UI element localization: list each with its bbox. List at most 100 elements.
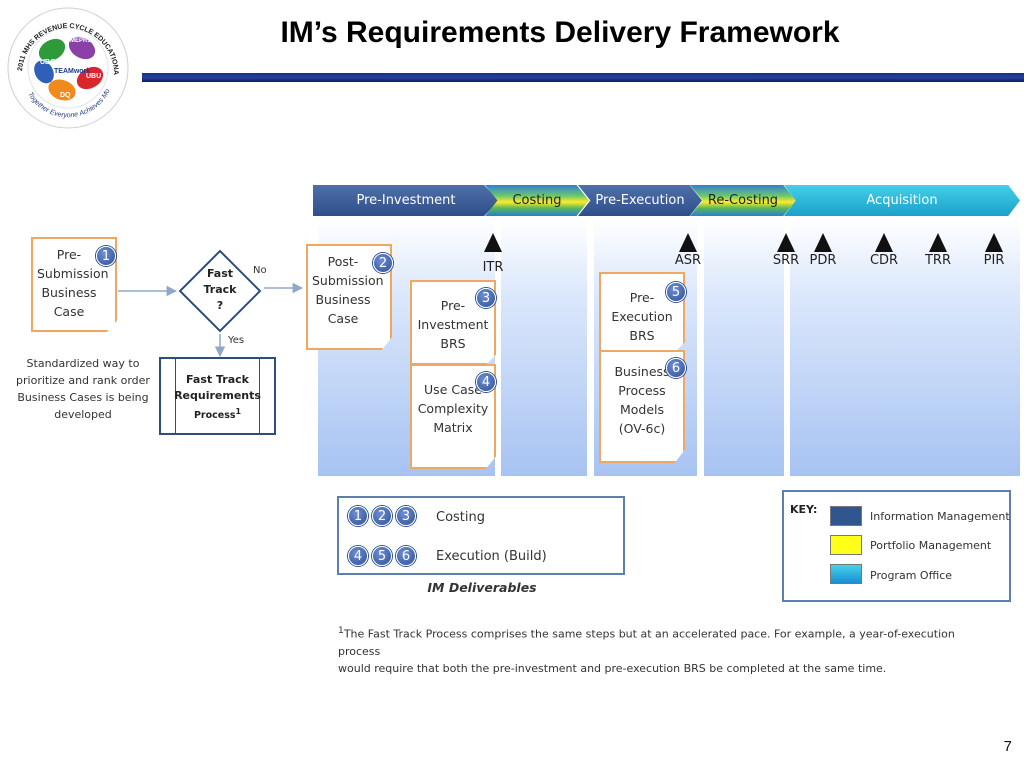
deliverables-costing-label: Costing — [436, 510, 486, 525]
doc-line: Complexity — [417, 401, 489, 416]
doc-line: BRS — [440, 336, 466, 351]
decision-text: Fast Track ? — [190, 266, 250, 314]
milestone-label: PIR — [983, 253, 1005, 268]
decision-yes-label: Yes — [228, 335, 245, 346]
milestone-label: CDR — [869, 253, 899, 268]
phase-costing: Costing — [485, 185, 589, 216]
deliverable-badge-2: 2 — [372, 506, 392, 526]
milestone-triangle-icon — [929, 233, 947, 252]
key-label-information-management: Information Management — [870, 510, 1010, 523]
doc-line: Pre- — [629, 290, 655, 305]
doc-line: Business — [614, 364, 670, 379]
logo-word-dq: DQ — [60, 92, 71, 99]
key-swatch-portfolio-management — [830, 535, 862, 555]
footnote-marker: 1 — [338, 625, 344, 636]
milestone-srr: SRR — [769, 233, 803, 273]
phase-pre-execution: Pre-Execution — [578, 185, 702, 216]
key-box — [782, 490, 1011, 602]
milestone-triangle-icon — [875, 233, 893, 252]
fast-track-process-text: Fast Track Requirements Process1 — [170, 372, 265, 424]
key-swatch-program-office — [830, 564, 862, 584]
milestone-triangle-icon — [679, 233, 697, 252]
fast-track-process-box — [159, 357, 276, 435]
key-label-portfolio-management: Portfolio Management — [870, 539, 992, 552]
standardized-note: Standardized way to prioritize and rank … — [8, 355, 158, 423]
doc-line: Execution — [611, 309, 673, 324]
process-side-bar — [175, 359, 176, 433]
milestone-asr: ASR — [671, 233, 705, 273]
footnote-text-1: The Fast Track Process comprises the sam… — [338, 627, 955, 658]
badge-6: 6 — [666, 358, 686, 378]
key-swatch-information-management — [830, 506, 862, 526]
deliverable-badge-3: 3 — [396, 506, 416, 526]
badge-2: 2 — [373, 253, 393, 273]
doc-business-process-models: Business Process Models (OV-6c) — [599, 350, 685, 463]
doc-line: Submission — [312, 273, 384, 288]
footnote-text-2: would require that both the pre-investme… — [338, 661, 887, 675]
conference-logo: UBO MEPRS TEAMwork UBU DQ 2011 MHS REVEN… — [4, 4, 129, 129]
note-line: developed — [54, 408, 112, 421]
milestone-pir: PIR — [977, 233, 1011, 273]
decision-no-label: No — [253, 265, 267, 276]
deliverable-badge-5: 5 — [372, 546, 392, 566]
doc-line: Business — [41, 285, 97, 300]
milestone-triangle-icon — [985, 233, 1003, 252]
decision-diamond — [178, 249, 262, 333]
fast-track-line: Requirements — [174, 389, 261, 402]
footnote: 1The Fast Track Process comprises the sa… — [338, 622, 978, 677]
milestone-trr: TRR — [921, 233, 955, 273]
milestone-triangle-icon — [777, 233, 795, 252]
decision-line: Fast — [206, 267, 234, 280]
deliverables-execution-label: Execution (Build) — [436, 549, 547, 564]
badge-3: 3 — [476, 288, 496, 308]
key-label-program-office: Program Office — [870, 569, 953, 582]
column-re-costing — [704, 218, 784, 476]
doc-line: Process — [618, 383, 666, 398]
doc-line: Business — [315, 292, 371, 307]
deliverable-badge-4: 4 — [348, 546, 368, 566]
milestone-cdr: CDR — [867, 233, 901, 273]
doc-line: BRS — [629, 328, 655, 343]
fast-track-line: Process1 — [170, 404, 265, 424]
column-costing — [501, 218, 587, 476]
phase-acquisition: Acquisition — [784, 185, 1020, 216]
note-line: Standardized way to — [26, 357, 140, 370]
doc-use-case-complexity-matrix: Use Case Complexity Matrix — [410, 364, 496, 469]
fast-track-footnote-marker: 1 — [235, 407, 242, 416]
note-line: prioritize and rank order — [16, 374, 150, 387]
fast-track-process-word: Process — [193, 410, 236, 422]
fast-track-line: Fast Track — [186, 373, 249, 386]
doc-line: Pre- — [56, 247, 82, 262]
logo-word-ubu: UBU — [86, 73, 101, 80]
doc-line: Post- — [327, 254, 359, 269]
milestone-label: TRR — [924, 253, 951, 268]
phase-pre-investment: Pre-Investment — [313, 185, 499, 216]
key-title: KEY: — [790, 503, 818, 516]
badge-4: 4 — [476, 372, 496, 392]
milestone-label: ASR — [674, 253, 702, 268]
deliverable-badge-1: 1 — [348, 506, 368, 526]
slide-title: IM’s Requirements Delivery Framework — [280, 16, 840, 49]
milestone-label: ITR — [482, 260, 504, 275]
doc-line: Use Case — [424, 382, 482, 397]
milestone-label: PDR — [809, 253, 837, 268]
doc-line: Investment — [417, 317, 489, 332]
doc-line: (OV-6c) — [618, 421, 666, 436]
page-number: 7 — [1003, 738, 1012, 755]
hands-graphic — [34, 36, 104, 101]
column-acquisition — [790, 218, 1020, 476]
doc-line: Submission — [37, 266, 109, 281]
doc-line: Case — [53, 304, 85, 319]
badge-5: 5 — [666, 282, 686, 302]
doc-line: Pre- — [440, 298, 466, 313]
process-side-bar — [259, 359, 260, 433]
badge-1: 1 — [96, 246, 116, 266]
deliverables-caption: IM Deliverables — [427, 580, 537, 595]
doc-line: Matrix — [433, 420, 473, 435]
milestone-triangle-icon — [814, 233, 832, 252]
decision-line: ? — [216, 299, 224, 312]
phase-re-costing: Re-Costing — [690, 185, 796, 216]
footnote-line-1: 1The Fast Track Process comprises the sa… — [338, 622, 978, 660]
logo-word-ubo: UBO — [40, 59, 56, 66]
logo-word-meprs: MEPRS — [70, 38, 91, 44]
